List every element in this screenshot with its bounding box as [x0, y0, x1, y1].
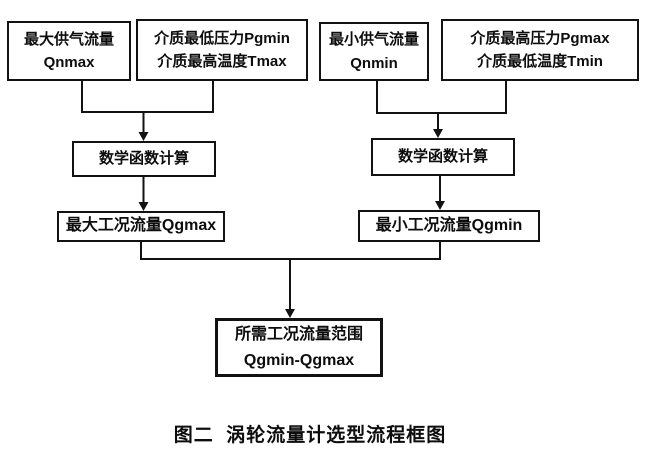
- box-min-supply-flow-line2: Qnmin: [350, 54, 398, 72]
- arrowhead-qgmin: [435, 201, 445, 210]
- connector-bottom-merge: [140, 242, 441, 260]
- box-min-pressure-max-temp: 介质最低压力Pgmin 介质最高温度Tmax: [136, 19, 308, 81]
- box-min-working-flow-label: 最小工况流量Qgmin: [375, 216, 523, 234]
- arrowhead-left-calc: [138, 132, 149, 141]
- box-required-flow-range-line2: Qgmin-Qgmax: [243, 351, 355, 369]
- arrowhead-right-calc: [433, 129, 443, 138]
- box-math-calc-right: 数学函数计算: [371, 138, 515, 176]
- box-max-pressure-line: 介质最高压力Pgmax: [470, 29, 610, 47]
- box-required-flow-range-line1: 所需工况流量范围: [234, 325, 363, 343]
- box-required-flow-range: 所需工况流量范围 Qgmin-Qgmax: [215, 318, 383, 377]
- box-min-pressure-line: 介质最低压力Pgmin: [154, 29, 290, 47]
- box-max-supply-flow-line1: 最大供气流量: [23, 30, 114, 48]
- box-min-supply-flow-line1: 最小供气流量: [328, 31, 419, 49]
- arrowhead-result: [285, 309, 295, 318]
- box-min-supply-flow: 最小供气流量 Qnmin: [319, 22, 429, 81]
- box-max-working-flow-label: 最大工况流量Qgmax: [65, 217, 217, 235]
- connector-right-merge: [376, 81, 507, 114]
- box-max-temp-line: 介质最高温度Tmax: [157, 53, 287, 70]
- box-math-calc-left: 数学函数计算: [72, 141, 216, 177]
- box-min-temp-line: 介质最低温度Tmin: [477, 53, 603, 70]
- figure-caption: 图二 涡轮流量计选型流程框图: [173, 425, 447, 446]
- box-math-calc-right-label: 数学函数计算: [397, 148, 488, 166]
- box-max-pressure-min-temp: 介质最高压力Pgmax 介质最低温度Tmin: [441, 19, 639, 81]
- box-max-supply-flow: 最大供气流量 Qnmax: [7, 21, 131, 81]
- box-math-calc-left-label: 数学函数计算: [98, 150, 189, 168]
- arrowhead-qgmax: [138, 202, 149, 211]
- box-min-working-flow: 最小工况流量Qgmin: [358, 210, 540, 242]
- box-max-working-flow: 最大工况流量Qgmax: [57, 211, 225, 242]
- box-max-supply-flow-line2: Qnmax: [43, 54, 95, 71]
- connector-left-merge: [81, 81, 214, 113]
